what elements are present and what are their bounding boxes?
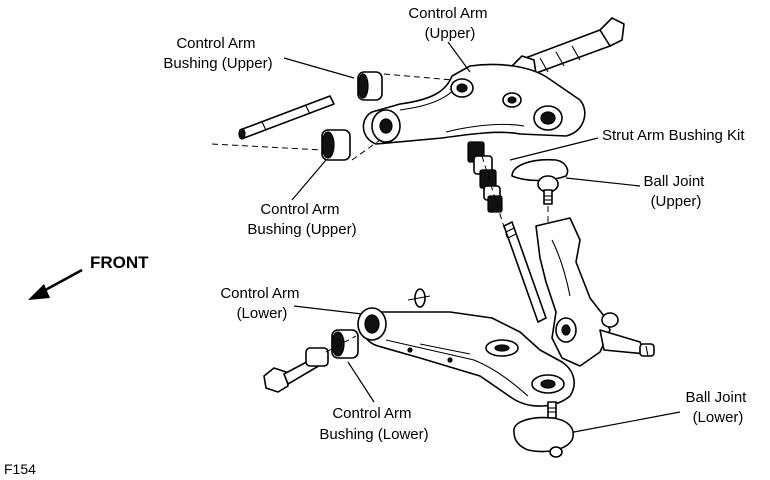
upper-bushing-mid <box>321 129 351 161</box>
front-arrow-icon <box>28 268 83 300</box>
label-bushing-upper-top: Control Arm Bushing (Upper) <box>163 35 272 72</box>
strut-arm-bushing-kit <box>467 141 509 241</box>
label-ball-joint-upper: Ball Joint (Upper) <box>643 173 708 210</box>
label-control-arm-lower: Control Arm (Lower) <box>220 285 303 322</box>
strut-rod <box>503 221 547 323</box>
lower-ball-joint <box>513 401 574 458</box>
figure-id: F154 <box>4 461 36 477</box>
lower-bushing <box>331 329 359 359</box>
label-strut-arm-bushing-kit: Strut Arm Bushing Kit <box>602 127 745 144</box>
label-control-arm-upper: Control Arm (Upper) <box>408 5 491 42</box>
label-bushing-upper-mid: Control Arm Bushing (Upper) <box>247 201 356 238</box>
leader-lines <box>283 41 681 433</box>
upper-bushing-top <box>357 71 383 101</box>
upper-arm-shaft <box>238 95 335 140</box>
upper-ball-joint <box>511 158 569 205</box>
lower-control-arm <box>357 307 575 407</box>
steering-knuckle <box>535 217 655 367</box>
upper-control-arm <box>362 63 586 145</box>
label-bushing-lower: Control Arm Bushing (Lower) <box>319 405 428 443</box>
upper-dashed-guides <box>211 73 453 161</box>
lower-arm-bolt <box>263 335 357 393</box>
label-front: FRONT <box>90 253 149 272</box>
lower-arm-washer <box>407 288 431 308</box>
label-ball-joint-lower: Ball Joint (Lower) <box>685 389 750 426</box>
